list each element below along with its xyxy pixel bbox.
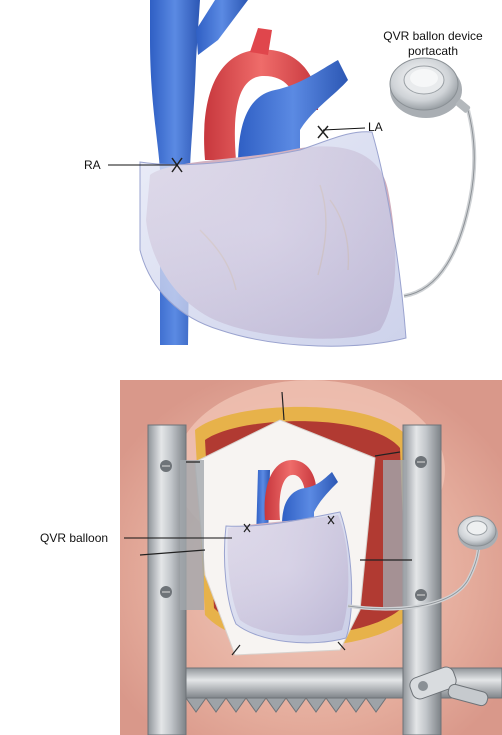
retractor-left-arm [147, 424, 204, 735]
small-portacath-device [457, 515, 498, 550]
device-label-line1: QVR ballon device [383, 29, 483, 43]
surgical-field-illustration [120, 380, 502, 735]
la-leader-line [322, 127, 366, 131]
catheter-tube [403, 109, 477, 298]
ra-label: RA [84, 158, 101, 172]
aorta-vessel [204, 49, 319, 160]
aorta-branch-vessel [250, 28, 272, 55]
heart-top-illustration [108, 0, 477, 347]
device-label-line2: portacath [407, 44, 459, 58]
stay-sutures [139, 391, 412, 656]
la-suture [317, 125, 329, 139]
qvr-balloon-label: QVR balloon [40, 531, 109, 545]
retractor-crank [409, 666, 489, 707]
portacath-device [389, 57, 471, 118]
small-heart [223, 460, 353, 644]
device-label: QVR ballon device portacath [372, 29, 494, 59]
balloon-film [139, 131, 407, 347]
brachiocephalic-vessel [196, 0, 248, 55]
la-label: LA [368, 120, 383, 134]
pulmonary-vessel [238, 60, 348, 165]
